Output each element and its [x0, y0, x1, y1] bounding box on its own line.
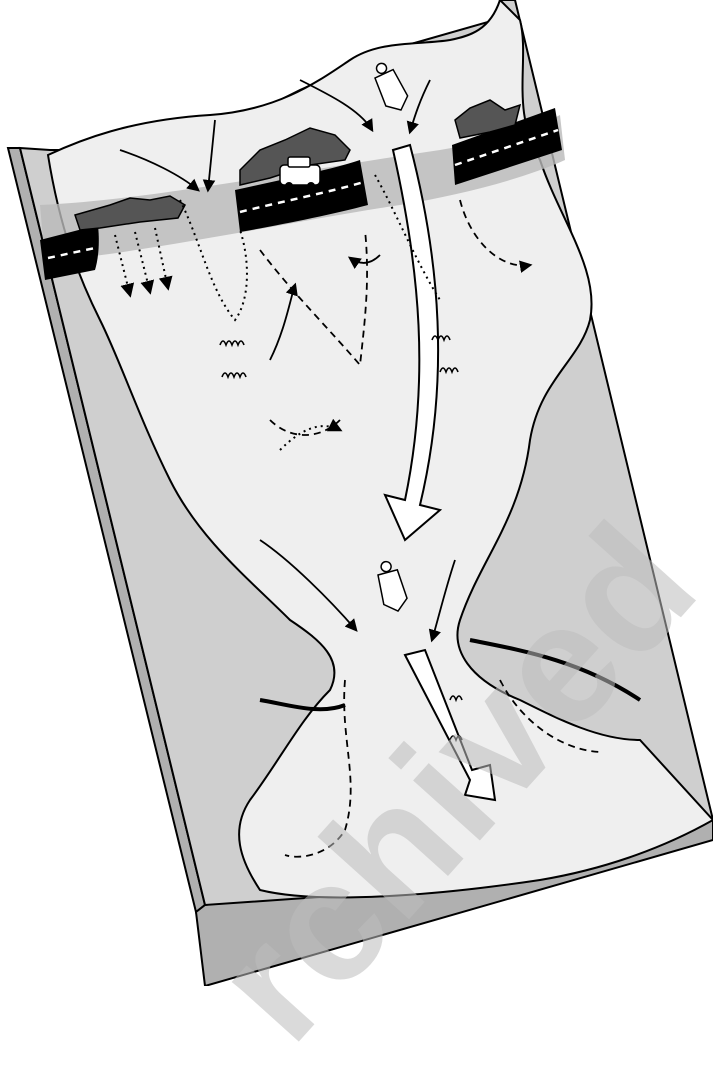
river-structure-diagram — [0, 0, 713, 986]
